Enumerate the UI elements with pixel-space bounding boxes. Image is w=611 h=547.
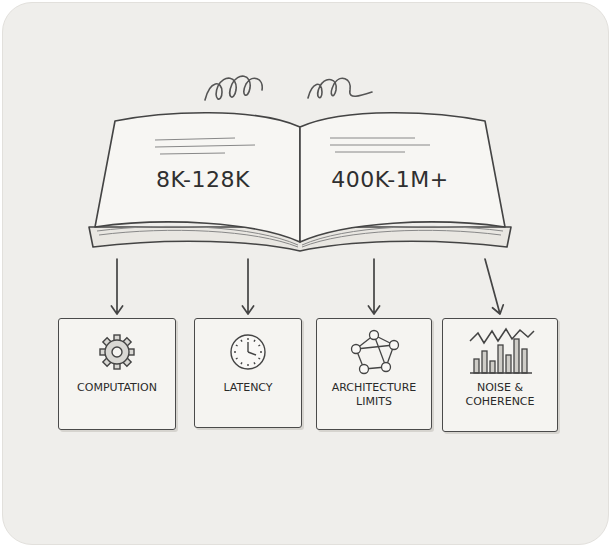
net-icon xyxy=(317,327,431,377)
arrow-connector xyxy=(242,259,253,314)
context-size-label: 8K-128K xyxy=(156,167,250,192)
factor-box: LATENCY xyxy=(194,318,302,428)
arrow-connector xyxy=(111,259,122,314)
arrow-connector xyxy=(368,259,379,314)
factor-box: NOISE & COHERENCE xyxy=(442,318,558,432)
factor-box: ARCHITECTURE LIMITS xyxy=(316,318,432,430)
box-label: NOISE & COHERENCE xyxy=(448,381,552,410)
gear-icon xyxy=(59,327,175,377)
open-book xyxy=(85,95,515,253)
context-size-label: 400K-1M+ xyxy=(331,167,448,192)
book-node: 8K-128K 400K-1M+ xyxy=(85,95,515,253)
arrow-connector xyxy=(485,259,503,314)
box-label: COMPUTATION xyxy=(64,381,170,395)
chart-icon xyxy=(443,327,557,377)
box-label: LATENCY xyxy=(200,381,296,395)
clock-icon xyxy=(195,327,301,377)
factor-box: COMPUTATION xyxy=(58,318,176,430)
box-label: ARCHITECTURE LIMITS xyxy=(322,381,426,410)
